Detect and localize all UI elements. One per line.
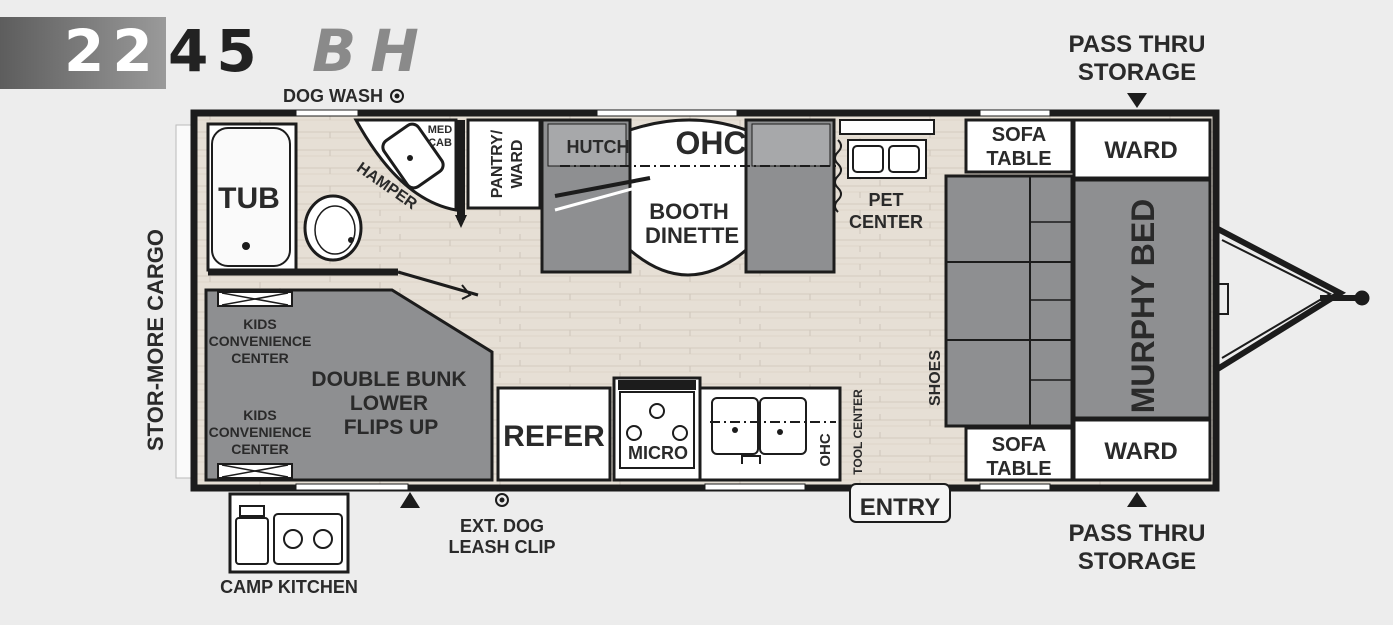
pet-center-label-2: CENTER [849,212,923,232]
pass-thru-bottom-label-1: PASS THRU [1069,520,1206,547]
double-bunk [204,288,494,482]
pet-bowl-right-icon [888,145,920,173]
ward-bottom-label: WARD [1104,438,1177,465]
title-badge [0,17,166,89]
window-front-top [979,109,1051,117]
bunk-label-1: DOUBLE BUNK [311,368,466,391]
cargo-door [175,124,192,479]
kitchen-sink-left [711,397,759,455]
tub-label: TUB [218,182,280,215]
bunk-label-2: LOWER [350,392,428,415]
window-bunk [295,483,409,491]
faucet-icon [741,455,761,464]
sofa-table-top-label-1: SOFA [992,124,1046,146]
kids-top-label-2: CONVENIENCE [209,333,312,349]
ward-bottom [1072,418,1212,482]
pet-center-label-1: PET [868,190,903,210]
model-title: 22 45 BH [0,17,433,89]
entry-label: ENTRY [860,494,940,521]
camp-sink-icon [235,517,269,565]
ohc-top-label: OHC [675,125,746,161]
stor-more-cargo-label: STOR-MORE CARGO [143,229,168,451]
window-dinette [596,109,738,117]
kids-bottom-label-3: CENTER [231,441,289,457]
pantry-label-1: PANTRY/ [489,129,506,198]
range [612,376,702,482]
hutch-label: HUTCH [567,137,630,157]
kids-top-label-1: KIDS [243,316,276,332]
tool-center-label: TOOL CENTER [851,389,865,475]
window-front-bottom [979,483,1051,491]
ward-top-label: WARD [1104,137,1177,164]
sofa [944,174,1074,428]
dinette-table [628,118,748,277]
camp-kitchen-label: CAMP KITCHEN [220,577,358,597]
dog-wash-label: DOG WASH [283,86,383,106]
med-cab-label-1: MED [428,124,453,136]
bunk-label-3: FLIPS UP [344,416,439,439]
entry-door [849,483,951,523]
micro-label: MICRO [628,443,688,463]
camp-stove-icon [273,513,343,565]
sofa-table-bottom-label-1: SOFA [992,434,1046,456]
pantry-ward [466,118,542,210]
booth-label-2: DINETTE [645,223,739,248]
pet-curtain-icon [834,139,842,213]
model-number-part1: 22 [64,17,161,85]
leash-clip-icon [495,493,509,507]
pantry-label-2: WARD [509,140,526,189]
burner-icon [649,403,665,419]
kids-center-bottom-icon [217,463,293,479]
leash-label-1: EXT. DOG [460,516,544,536]
trailer-tongue [1214,225,1370,373]
pass-thru-bottom-label-2: STORAGE [1078,548,1196,575]
pass-thru-top-label-1: PASS THRU [1069,31,1206,58]
sofa-table-top-label-2: TABLE [986,148,1051,170]
bunk-arrow-icon [400,492,420,508]
sofa-table-top [964,118,1074,174]
refer-label: REFER [503,420,605,453]
leash-label-2: LEASH CLIP [448,537,555,557]
burner-icon [626,425,642,441]
pet-bowl-left-icon [852,145,884,173]
pass-thru-top-arrow-icon [1127,93,1147,108]
window-bath [295,109,359,117]
window-kitchen [704,483,806,491]
ward-top [1072,118,1212,180]
camp-kitchen [228,492,350,574]
murphy-bed [1072,178,1212,420]
tub-drain-icon [242,242,250,250]
pass-thru-top-label-2: STORAGE [1078,59,1196,86]
med-cab-label-2: CAB [428,137,452,149]
pass-thru-bottom-arrow-icon [1127,492,1147,507]
refrigerator [496,386,612,482]
ohc-bottom-label: OHC [817,433,834,467]
kids-bottom-label-2: CONVENIENCE [209,424,312,440]
sofa-table-bottom-label-2: TABLE [986,458,1051,480]
kids-bottom-label-1: KIDS [243,407,276,423]
murphy-bed-label: MURPHY BED [1125,199,1161,414]
hutch-shelf [554,176,651,198]
burner-icon [672,425,688,441]
range-control-strip [618,380,696,390]
shoes-label: SHOES [927,350,944,406]
kids-top-label-3: CENTER [231,350,289,366]
bath-sink [381,122,445,190]
kitchen-sink-right [759,397,807,455]
kids-center-top-icon [217,291,293,307]
bath-door [397,270,479,297]
model-number-part2: 45 [168,17,265,85]
booth-label-1: BOOTH [649,199,728,224]
model-suffix: BH [312,17,433,85]
dog-wash-icon [390,89,404,103]
sofa-table-bottom [964,426,1074,482]
